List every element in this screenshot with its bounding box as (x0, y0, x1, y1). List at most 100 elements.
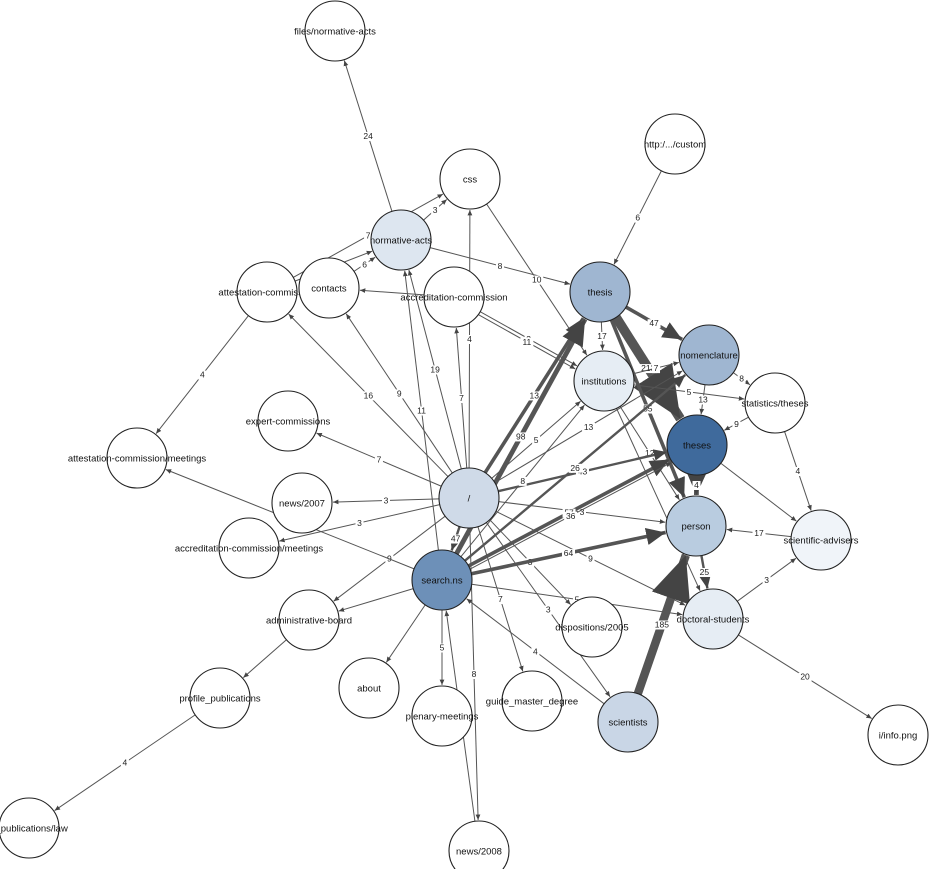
node-attestation-commission-meetings[interactable]: attestation-commission/meetings (68, 427, 207, 489)
node-person[interactable]: person (665, 495, 727, 557)
edge-administrative-board-to-profile-publications (242, 639, 287, 678)
node-label: news/2008 (456, 847, 502, 858)
node-circle[interactable] (448, 820, 510, 869)
node-circle[interactable] (271, 472, 333, 534)
node-accreditation-commission-meetings[interactable]: accreditation-commission/meetings (175, 517, 324, 579)
node-contacts[interactable]: contacts (298, 257, 360, 319)
edge-label: 3 (357, 518, 362, 528)
node-circle[interactable] (561, 596, 623, 658)
node-circle[interactable] (106, 427, 168, 489)
edge-label: 9 (734, 419, 739, 429)
node-circle[interactable] (644, 113, 706, 175)
edge-label: 4 (467, 334, 472, 344)
node-circle[interactable] (573, 350, 635, 412)
node-circle[interactable] (666, 414, 728, 476)
node-circle[interactable] (370, 209, 432, 271)
node-circle[interactable] (597, 691, 659, 753)
edge-label: 26 (570, 463, 580, 473)
node-administrative-board[interactable]: administrative-board (266, 589, 352, 651)
node-attestation-commission[interactable]: attestation-commission (218, 261, 316, 323)
edge-label-background (527, 391, 541, 401)
edge-label-background (415, 406, 429, 416)
node-scientists[interactable]: scientists (597, 691, 659, 753)
node-circle[interactable] (236, 261, 298, 323)
node-circle[interactable] (411, 549, 473, 611)
node-label: search.ns (421, 576, 462, 587)
node-http[interactable]: http:/.../custom (644, 113, 706, 175)
node-circle[interactable] (278, 589, 340, 651)
edge-label: 13 (584, 422, 594, 432)
node-circle[interactable] (569, 261, 631, 323)
node-circle[interactable] (744, 372, 806, 434)
edge-label-background (496, 261, 505, 271)
edges-layer: 2437681064311471721355758139441219479167… (54, 60, 873, 822)
edge-label: 47 (649, 318, 659, 328)
edge-accreditation-commission-to-contacts (359, 288, 425, 296)
node-statistics-theses[interactable]: statistics/theses (741, 372, 809, 434)
node-circle[interactable] (682, 588, 744, 650)
node-expert-commissions[interactable]: expert-commissions (246, 390, 331, 452)
node-files-normative-acts[interactable]: files/normative-acts (294, 0, 376, 62)
edge-label-background (568, 463, 582, 473)
edge-label-background (438, 643, 446, 653)
node-news-2008[interactable]: news/2008 (448, 820, 510, 869)
node-scientific-advisers[interactable]: scientific-advisers (784, 509, 859, 571)
node-circle[interactable] (189, 667, 251, 729)
node-normative-acts[interactable]: normative-acts (370, 209, 433, 271)
node-label: news/2007 (279, 499, 325, 510)
edge-label: 8 (520, 476, 525, 486)
node-label: theses (683, 441, 711, 452)
edge-label: 16 (364, 390, 374, 400)
node-i-info-png[interactable]: i/info.png (867, 704, 929, 766)
node-circle[interactable] (257, 390, 319, 452)
node-circle[interactable] (423, 266, 485, 328)
node-circle[interactable] (218, 517, 280, 579)
node-plenary-meetings[interactable]: plenary-meetings (406, 685, 479, 747)
edge-label: 9 (588, 553, 593, 563)
node-news-2007[interactable]: news/2007 (271, 472, 333, 534)
node-about[interactable]: about (338, 657, 400, 719)
node-institutions[interactable]: institutions (573, 350, 635, 412)
node-accreditation-commission[interactable]: accreditation-commission (400, 266, 508, 328)
edge-label-background (762, 575, 771, 585)
node-label: dispositions/2005 (555, 623, 628, 634)
edge-label: 9 (397, 388, 402, 398)
node-thesis[interactable]: thesis (569, 261, 631, 323)
node-circle[interactable] (501, 670, 563, 732)
node-label: institutions (582, 377, 627, 388)
edge-theses-to-scientific-advisers (720, 462, 797, 522)
node-circle[interactable] (298, 257, 360, 319)
node-nomenclature[interactable]: nomenclature (678, 324, 740, 386)
node-root[interactable]: / (438, 467, 500, 529)
node-theses[interactable]: theses (666, 414, 728, 476)
node-circle[interactable] (0, 797, 60, 859)
node-circle[interactable] (338, 657, 400, 719)
node-circle[interactable] (790, 509, 852, 571)
node-label: plenary-meetings (406, 712, 479, 723)
node-doctoral-students[interactable]: doctoral-students (677, 588, 750, 650)
edge-label: 3 (433, 205, 438, 215)
edge-label: 47 (451, 534, 461, 544)
node-circle[interactable] (665, 495, 727, 557)
node-label: files/normative-acts (294, 27, 376, 38)
edge-label-background (520, 337, 534, 347)
node-circle[interactable] (678, 324, 740, 386)
edge-label: 43 (578, 467, 588, 477)
node-e-publications-law[interactable]: e_publications/law (0, 797, 68, 859)
node-circle[interactable] (304, 0, 366, 62)
edge-label-background (652, 364, 661, 374)
node-search-ns[interactable]: search.ns (411, 549, 473, 611)
edge-label: 7 (654, 363, 659, 373)
node-css[interactable]: css (439, 148, 501, 210)
node-label: normative-acts (370, 236, 433, 247)
node-dispositions-2005[interactable]: dispositions/2005 (555, 596, 629, 658)
edge-label-background (198, 370, 207, 380)
edge-search-ns-to-about (385, 604, 426, 663)
node-circle[interactable] (867, 704, 929, 766)
node-circle[interactable] (411, 685, 473, 747)
edge-label: 7 (366, 231, 371, 241)
node-circle[interactable] (439, 148, 501, 210)
node-guide-master-degree[interactable]: guide_master_degree (486, 670, 578, 732)
node-profile-publications[interactable]: profile_publications (179, 667, 261, 729)
node-circle[interactable] (438, 467, 500, 529)
